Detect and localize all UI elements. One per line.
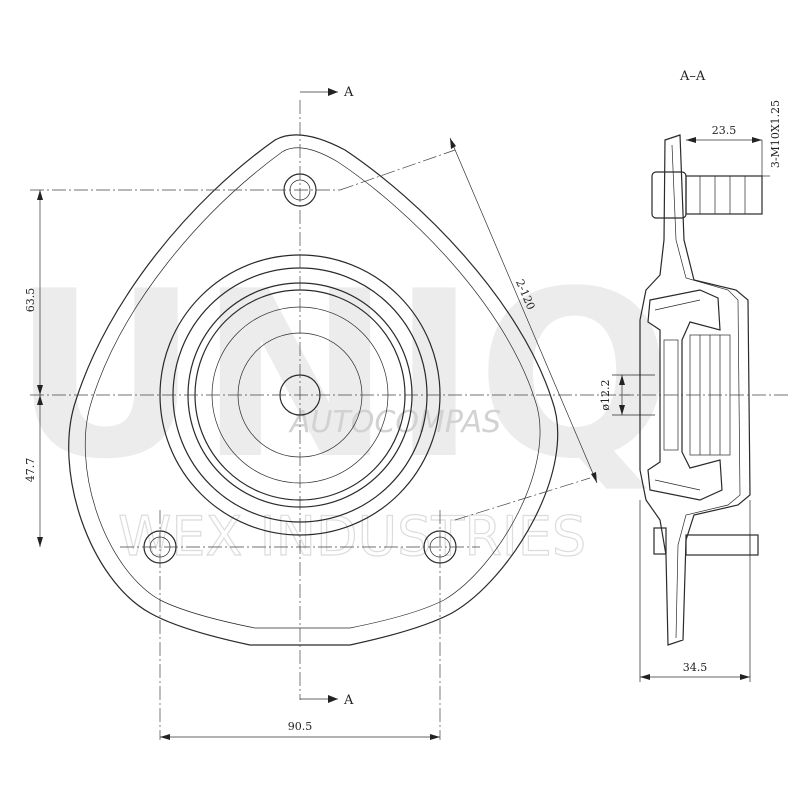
plan-view: A A 63.5 47.7 90.5 [24,85,630,740]
dim-bore-text: ø12.2 [599,379,612,410]
section-view: A–A [599,69,790,682]
dim-thread: 3-M10X1.25 [762,100,782,177]
section-view-title: A–A [679,69,706,84]
dim-47-7: 47.7 [24,395,43,547]
watermark-brand: UNIQ [12,243,672,510]
section-arrow-top: A [300,85,354,100]
section-flange-inner [671,144,741,639]
dim-34-5-text: 34.5 [683,661,708,674]
section-flange [639,134,751,646]
dim-thread-text: 3-M10X1.25 [769,100,782,168]
dim-90-5: 90.5 [160,720,440,740]
dim-23-5-text: 23.5 [712,124,737,137]
dim-90-5-text: 90.5 [288,720,313,733]
dim-bore: ø12.2 [599,374,655,416]
section-label-top: A [343,85,354,100]
dim-34-5: 34.5 [639,500,751,682]
section-arrow-bottom: A [300,693,354,708]
dim-63-5-text: 63.5 [24,288,37,313]
section-label-bottom: A [343,693,354,708]
watermark-line1: AUTOCOMPAS [288,405,501,440]
flange-outline [68,134,559,646]
dim-63-5: 63.5 [24,190,43,395]
pcd-line-bottom [454,477,591,521]
dim-23-5: 23.5 [686,124,763,176]
watermark-line2: WEX INDUSTRIES [118,505,586,568]
stud-top [651,171,763,219]
watermark: UNIQ AUTOCOMPAS WEX INDUSTRIES [12,243,672,569]
flange-inner-edge [84,147,541,629]
pcd-line-top [339,149,456,191]
dim-47-7-text: 47.7 [24,458,37,483]
stud-bottom [653,527,759,556]
